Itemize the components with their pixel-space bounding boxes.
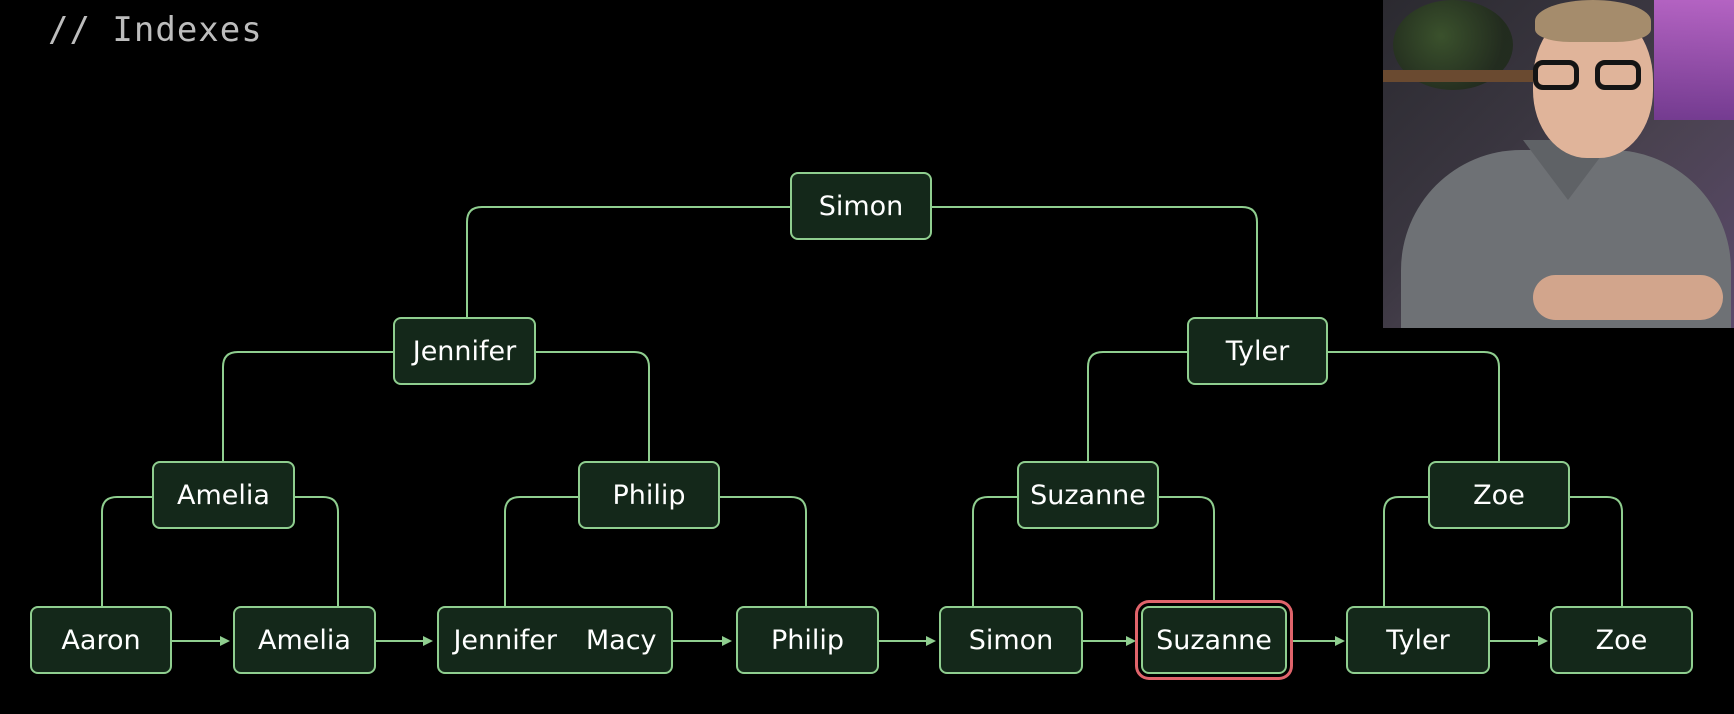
edge-root-left <box>466 206 790 317</box>
node-root: Simon <box>790 172 932 240</box>
leaf-node-tyler: Tyler <box>1346 606 1490 674</box>
edge-zoe-left <box>1383 496 1428 606</box>
leaf-node-simon: Simon <box>939 606 1083 674</box>
presenter-hands <box>1533 275 1723 320</box>
node-l2-zoe: Zoe <box>1428 461 1570 529</box>
leaf-key-jennifer: Jennifer <box>453 624 557 656</box>
node-l1-jennifer: Jennifer <box>393 317 536 385</box>
edge-philip-right <box>720 496 807 606</box>
node-l2-suzanne: Suzanne <box>1017 461 1159 529</box>
node-l2-philip: Philip <box>578 461 720 529</box>
leaf-node-philip: Philip <box>736 606 879 674</box>
edge-philip-left <box>504 496 578 606</box>
edge-jennifer-right <box>536 351 650 461</box>
edge-suzanne-left <box>972 496 1017 606</box>
edge-jennifer-left <box>222 351 393 461</box>
edge-amelia-left <box>101 496 152 606</box>
edge-amelia-right <box>295 496 339 606</box>
presenter-glasses <box>1533 60 1655 94</box>
background-light <box>1654 0 1734 120</box>
leaf-node-amelia: Amelia <box>233 606 376 674</box>
leaf-node-aaron: Aaron <box>30 606 172 674</box>
leaf-node-zoe: Zoe <box>1550 606 1693 674</box>
leaf-node-suzanne-highlighted: Suzanne <box>1141 606 1287 674</box>
edge-tyler-left <box>1087 351 1187 461</box>
leaf-key-macy: Macy <box>585 624 657 656</box>
leaf-node-jennifer-macy: Jennifer Macy <box>437 606 673 674</box>
background-shelf <box>1383 70 1533 82</box>
edge-suzanne-right <box>1159 496 1215 606</box>
node-l1-tyler: Tyler <box>1187 317 1328 385</box>
presenter-video <box>1383 0 1734 328</box>
page-title: // Indexes <box>48 10 263 50</box>
edge-root-right <box>932 206 1258 317</box>
edge-tyler-right <box>1328 351 1500 461</box>
edge-zoe-right <box>1570 496 1623 606</box>
node-l2-amelia: Amelia <box>152 461 295 529</box>
presenter-hair <box>1535 0 1651 42</box>
